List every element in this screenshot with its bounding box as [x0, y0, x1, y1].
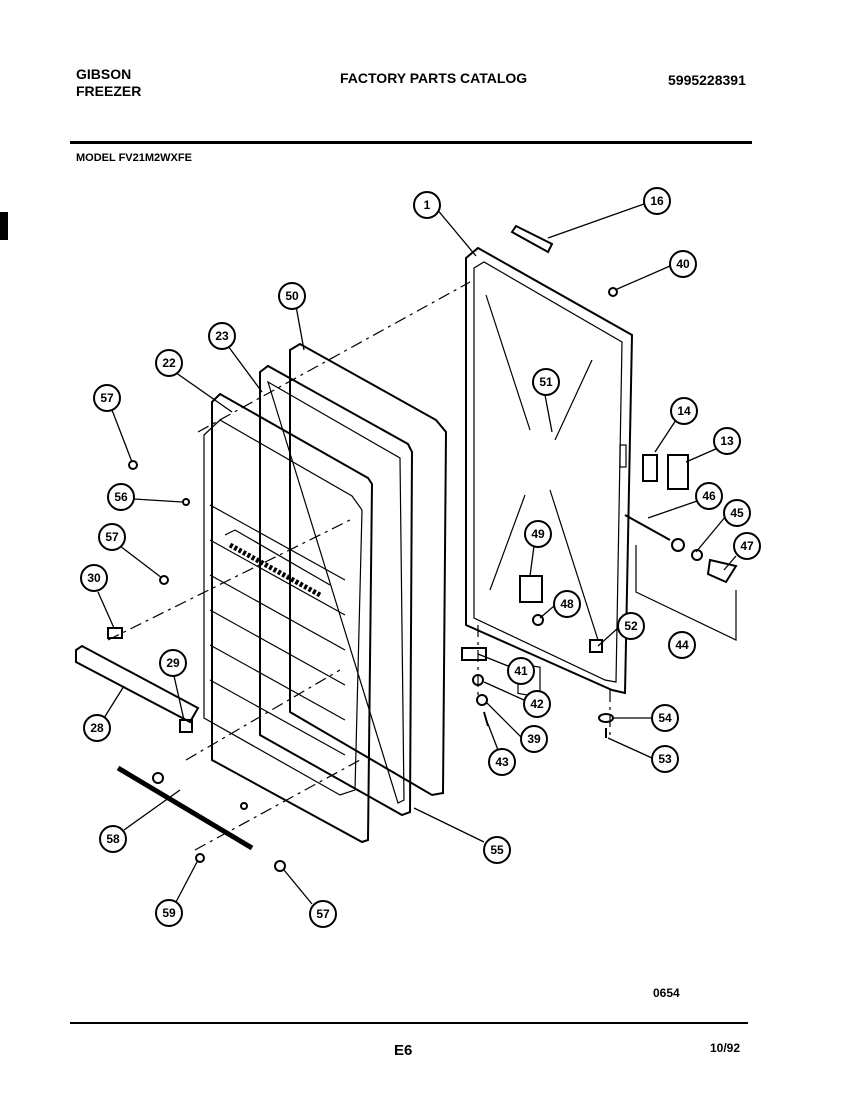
callout-50: 50	[278, 282, 306, 310]
svg-text:14: 14	[677, 404, 691, 418]
callout-30: 30	[80, 564, 108, 592]
callout-58: 58	[99, 825, 127, 853]
svg-text:16: 16	[650, 194, 664, 208]
callout-41: 41	[507, 657, 535, 685]
callout-44: 44	[668, 631, 696, 659]
callout-45: 45	[723, 499, 751, 527]
handle-bar	[116, 765, 254, 851]
header-rule	[70, 141, 752, 144]
svg-text:39: 39	[527, 732, 541, 746]
hardware-parts	[107, 287, 738, 872]
callout-47: 47	[733, 532, 761, 560]
callout-46: 46	[695, 482, 723, 510]
catalog-title: FACTORY PARTS CATALOG	[340, 70, 528, 86]
callout-49: 49	[524, 520, 552, 548]
callout-54: 54	[651, 704, 679, 732]
callout-23: 23	[208, 322, 236, 350]
door-gasket	[259, 364, 414, 817]
diagram-code: 0654	[653, 986, 680, 1000]
leader-lines	[97, 203, 737, 905]
callout-43: 43	[488, 748, 516, 776]
label-part	[510, 224, 554, 254]
svg-text:29: 29	[166, 656, 180, 670]
callout-57: 57	[93, 384, 121, 412]
footer-rule	[70, 1022, 748, 1024]
model-label: MODEL FV21M2WXFE	[76, 152, 192, 164]
svg-text:54: 54	[658, 711, 672, 725]
svg-text:30: 30	[87, 571, 101, 585]
svg-text:44: 44	[675, 638, 689, 652]
svg-text:57: 57	[105, 530, 119, 544]
svg-text:48: 48	[560, 597, 574, 611]
door-insulation	[289, 342, 448, 797]
svg-text:13: 13	[720, 434, 734, 448]
callout-1: 1	[413, 191, 441, 219]
callout-16: 16	[643, 187, 671, 215]
callout-42: 42	[523, 690, 551, 718]
svg-text:1: 1	[424, 198, 431, 212]
svg-text:50: 50	[285, 289, 299, 303]
callout-52: 52	[617, 612, 645, 640]
door-liner	[203, 392, 374, 844]
svg-text:55: 55	[490, 843, 504, 857]
product-type: FREEZER	[76, 83, 142, 99]
svg-text:49: 49	[531, 527, 545, 541]
callout-55: 55	[483, 836, 511, 864]
catalog-number: 5995228391	[668, 72, 746, 88]
callout-48: 48	[553, 590, 581, 618]
door-trim-strip	[75, 644, 200, 724]
callout-56: 56	[107, 483, 135, 511]
callout-59: 59	[155, 899, 183, 927]
page-code: E6	[394, 1042, 413, 1059]
svg-text:22: 22	[162, 356, 176, 370]
svg-text:41: 41	[514, 664, 528, 678]
svg-text:40: 40	[676, 257, 690, 271]
svg-text:51: 51	[539, 375, 553, 389]
svg-text:57: 57	[316, 907, 330, 921]
callout-51: 51	[532, 368, 560, 396]
svg-text:28: 28	[90, 721, 104, 735]
callout-22: 22	[155, 349, 183, 377]
svg-text:56: 56	[114, 490, 128, 504]
brand-name: GIBSON	[76, 66, 132, 82]
catalog-date: 10/92	[710, 1041, 741, 1055]
callout-14: 14	[670, 397, 698, 425]
callout-28: 28	[83, 714, 111, 742]
svg-text:45: 45	[730, 506, 744, 520]
svg-text:42: 42	[530, 697, 544, 711]
callout-39: 39	[520, 725, 548, 753]
door-outer-panel	[465, 246, 634, 698]
svg-text:52: 52	[624, 619, 638, 633]
svg-text:23: 23	[215, 329, 229, 343]
callout-57b: 57	[98, 523, 126, 551]
svg-text:47: 47	[740, 539, 754, 553]
svg-text:43: 43	[495, 755, 509, 769]
svg-text:53: 53	[658, 752, 672, 766]
callout-13: 13	[713, 427, 741, 455]
callout-29: 29	[159, 649, 187, 677]
callout-40: 40	[669, 250, 697, 278]
svg-text:59: 59	[162, 906, 176, 920]
svg-text:58: 58	[106, 832, 120, 846]
svg-text:57: 57	[100, 391, 114, 405]
binder-hole-mark	[0, 212, 8, 240]
callout-57c: 57	[309, 900, 337, 928]
callout-53: 53	[651, 745, 679, 773]
svg-text:46: 46	[702, 489, 716, 503]
